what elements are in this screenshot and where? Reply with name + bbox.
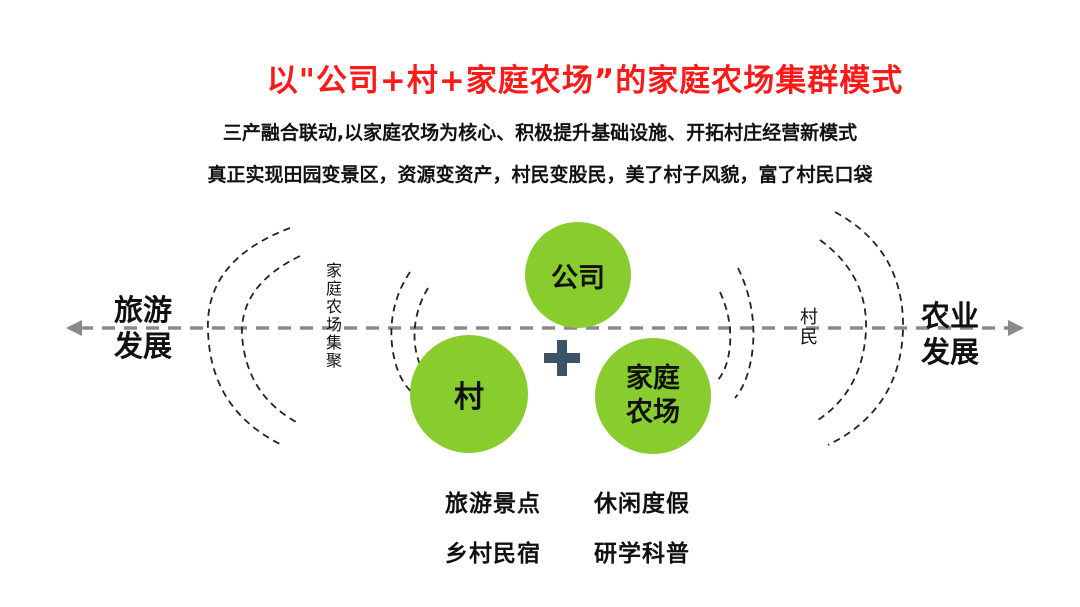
axis-left-label: 旅游发展 [113,293,172,363]
axis-arrow-right [1008,320,1024,336]
ring-label-left: 家庭农场集聚 [325,261,342,370]
bottom-label-tourist-spot: 旅游景点 [445,491,541,517]
ring-left-outer-1 [207,227,291,446]
subtitle-line-2: 真正实现田园变景区，资源变资产，村民变股民，美了村子风貌，富了村民口袋 [207,164,873,186]
axis-arrow-left [66,320,82,336]
ring-left-inner-1 [390,271,416,396]
bottom-label-homestay: 乡村民宿 [445,541,541,567]
axis-right-label: 农业发展 [920,299,979,369]
plus-icon [544,340,580,376]
ring-right-outer-1 [817,239,867,421]
bottom-label-leisure: 休闲度假 [594,491,690,517]
ring-left-outer-2 [241,255,301,424]
ring-right-outer-2 [827,211,904,446]
page-title: 以"公司+村+家庭农场”的家庭农场集群模式 [266,63,904,99]
ring-right-inner-1 [717,291,732,381]
ring-label-right: 村民 [800,307,818,348]
ring-right-inner-2 [734,267,755,399]
circle-company: 公司 [525,222,631,328]
subtitle-line-1: 三产融合联动,以家庭农场为核心、积极提升基础设施、开拓村庄经营新模式 [222,122,858,144]
bottom-label-study: 研学科普 [594,541,690,567]
circle-family-farm: 家庭农场 [595,338,711,454]
circle-village: 村 [410,335,528,453]
